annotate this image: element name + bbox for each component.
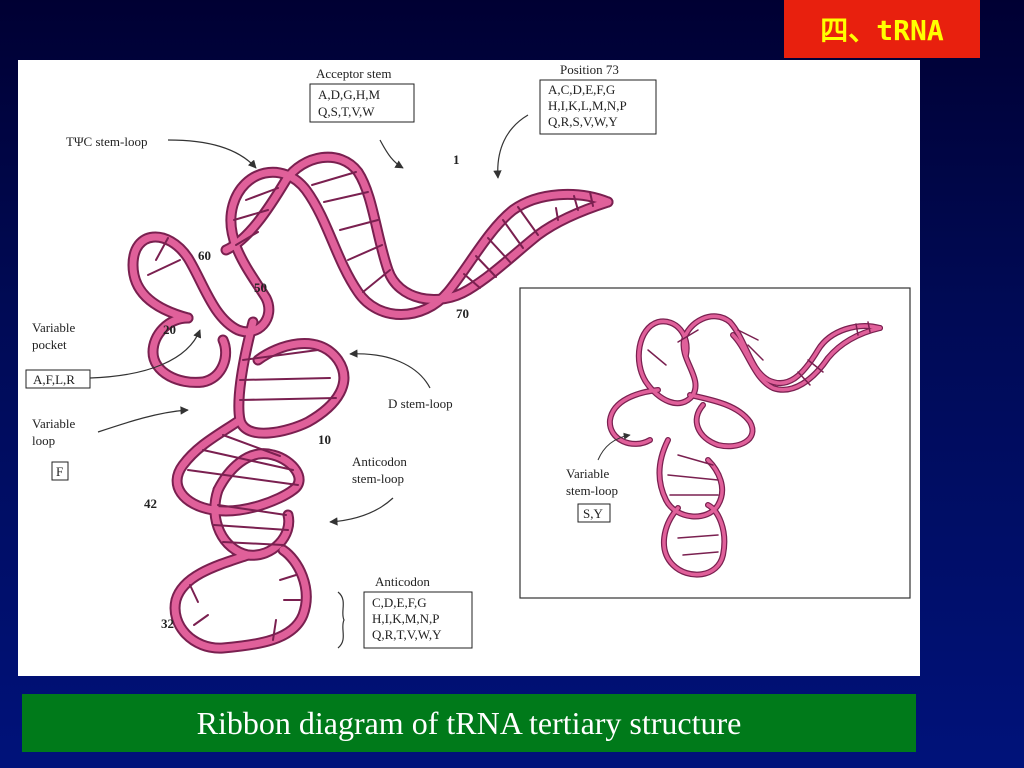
position-10: 10 <box>318 432 331 447</box>
position-1: 1 <box>453 152 460 167</box>
variable-loop-box: F <box>56 464 63 479</box>
position-70: 70 <box>456 306 469 321</box>
position-73-annotation: Position 73 A,C,D,E,F,G H,I,K,L,M,N,P Q,… <box>493 62 657 179</box>
tpsic-stem-loop-label: TΨC stem-loop <box>66 134 147 149</box>
anticodon-box-line-3: Q,R,T,V,W,Y <box>372 627 442 642</box>
acceptor-stem-box-line-2: Q,S,T,V,W <box>318 104 375 119</box>
position-numbers: 1 10 20 32 42 50 60 70 <box>144 152 469 631</box>
position-20: 20 <box>163 322 176 337</box>
variable-pocket-label-line-1: Variable <box>32 320 76 335</box>
acceptor-stem-label: Acceptor stem <box>316 66 391 81</box>
acceptor-stem-box-line-1: A,D,G,H,M <box>318 87 381 102</box>
anticodon-box-line-2: H,I,K,M,N,P <box>372 611 440 626</box>
position-42: 42 <box>144 496 157 511</box>
variable-loop-label-line-1: Variable <box>32 416 76 431</box>
slide-title: 四、tRNA <box>784 0 980 58</box>
anticodon-stem-loop-annotation: Anticodon stem-loop <box>329 454 407 526</box>
inset-variable-box: S,Y <box>583 506 603 521</box>
position-73-box-line-3: Q,R,S,V,W,Y <box>548 114 618 129</box>
inset-ribbon <box>610 316 883 574</box>
position-50: 50 <box>254 280 267 295</box>
tpsic-stem-loop-annotation: TΨC stem-loop <box>66 134 257 169</box>
variable-loop-annotation: Variable loop F <box>32 406 189 481</box>
acceptor-stem-annotation: Acceptor stem A,D,G,H,M Q,S,T,V,W <box>309 66 415 169</box>
anticodon-stem-loop-label-line-1: Anticodon <box>352 454 407 469</box>
inset-variable-label-line-1: Variable <box>566 466 610 481</box>
position-73-label: Position 73 <box>560 62 619 77</box>
position-73-box-line-1: A,C,D,E,F,G <box>548 82 615 97</box>
variable-loop-label-line-2: loop <box>32 433 55 448</box>
anticodon-box-line-1: C,D,E,F,G <box>372 595 427 610</box>
anticodon-label: Anticodon <box>375 574 430 589</box>
main-ribbon <box>127 157 614 648</box>
trna-ribbon-diagram: Acceptor stem A,D,G,H,M Q,S,T,V,W Positi… <box>25 62 911 676</box>
inset-figure: Variable stem-loop S,Y <box>519 287 911 599</box>
position-32: 32 <box>161 616 174 631</box>
anticodon-annotation: Anticodon C,D,E,F,G H,I,K,M,N,P Q,R,T,V,… <box>337 574 473 649</box>
variable-pocket-label-line-2: pocket <box>32 337 67 352</box>
position-60: 60 <box>198 248 211 263</box>
variable-pocket-box: A,F,L,R <box>33 372 75 387</box>
d-stem-loop-annotation: D stem-loop <box>349 349 453 411</box>
anticodon-stem-loop-label-line-2: stem-loop <box>352 471 404 486</box>
variable-pocket-annotation: Variable pocket A,F,L,R <box>25 320 202 389</box>
trna-figure-panel: Acceptor stem A,D,G,H,M Q,S,T,V,W Positi… <box>18 60 920 676</box>
inset-variable-label-line-2: stem-loop <box>566 483 618 498</box>
d-stem-loop-label: D stem-loop <box>388 396 453 411</box>
slide-caption: Ribbon diagram of tRNA tertiary structur… <box>22 694 916 752</box>
position-73-box-line-2: H,I,K,L,M,N,P <box>548 98 627 113</box>
